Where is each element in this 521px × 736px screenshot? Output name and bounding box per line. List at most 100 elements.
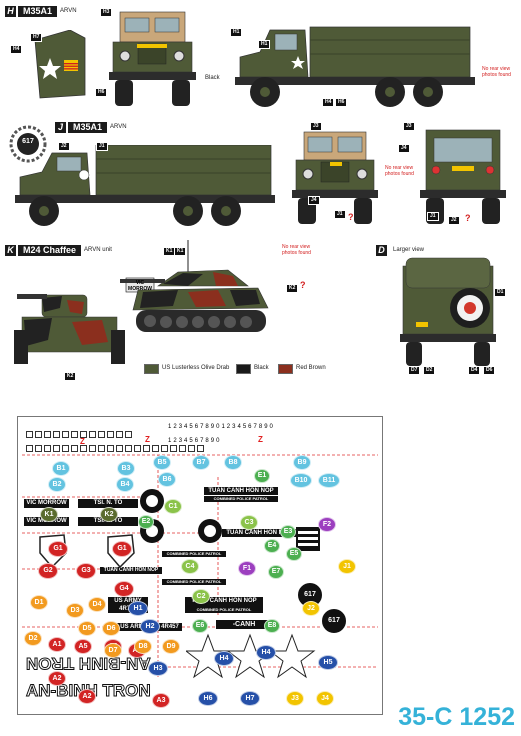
- callout-d6: D6: [483, 366, 496, 375]
- callout-k2-front: K2: [64, 372, 77, 381]
- badge-e3: E3: [280, 525, 296, 539]
- badge-j2: J2: [302, 601, 320, 616]
- z-mark-3: Z: [258, 435, 263, 444]
- no-rear-view-note-h: No rear view photos found: [482, 66, 511, 78]
- legend-swatch-red-brown: [278, 364, 293, 374]
- qmark-j-rear: ?: [465, 213, 471, 223]
- badge-h5: H5: [318, 655, 338, 670]
- callout-j3-rear: J3: [403, 122, 415, 131]
- k-tank-side: [120, 240, 269, 332]
- callout-h4-door: H4: [10, 45, 23, 54]
- j-insignia-text: 617: [22, 138, 34, 145]
- badge-e5: E5: [286, 547, 302, 561]
- badge-d7: D7: [104, 643, 122, 658]
- callout-d7: D7: [408, 366, 421, 375]
- h-truck-side: [235, 26, 475, 107]
- badge-k1: K1: [40, 507, 58, 522]
- badge-b9: B9: [293, 455, 311, 470]
- legend-swatch-black: [236, 364, 251, 374]
- callout-j3-front: J3: [310, 122, 322, 131]
- badge-d3: D3: [66, 603, 84, 618]
- badge-b4: B4: [116, 477, 134, 492]
- decal-us-army-1: US ARMY: [108, 597, 148, 605]
- badge-a3: A3: [152, 693, 170, 708]
- badge-e2: E2: [138, 515, 154, 529]
- badge-f2: F2: [318, 517, 336, 532]
- badge-e1: E1: [254, 469, 270, 483]
- badge-g1-b: G1: [112, 541, 132, 557]
- decal-tuan-canh-2: TUAN CANH HON NOP: [222, 529, 296, 537]
- section-h-letter: H: [5, 6, 16, 17]
- badge-j1: J1: [338, 559, 356, 574]
- badge-g3: G3: [76, 563, 96, 579]
- badge-d2: D2: [24, 631, 42, 646]
- star-icon: [39, 58, 61, 79]
- black-label: Black: [205, 75, 220, 81]
- section-h-subtitle: ARVN: [60, 8, 77, 14]
- z-mark-1: Z: [80, 437, 85, 446]
- badge-h7: H7: [240, 691, 260, 706]
- decal-sheet: 12345678901234567890 1234567890 Z Z Z VI…: [17, 416, 383, 715]
- badge-g2: G2: [38, 563, 58, 579]
- legend-swatch-olive: [144, 364, 159, 374]
- callout-j1-front: J1: [334, 210, 346, 219]
- badge-b11: B11: [318, 473, 340, 488]
- callout-d1: D1: [494, 288, 507, 297]
- callout-h3: H3: [100, 8, 113, 17]
- decal-serial-b: 4R457: [158, 623, 182, 631]
- callout-h1-a: H1: [230, 28, 243, 37]
- callout-k1-b: K1: [174, 247, 187, 256]
- badge-b2: B2: [48, 477, 66, 492]
- star-icon: [291, 56, 305, 69]
- k-vic-morrow-marking: VIC MORROW: [128, 280, 152, 292]
- serial-digits-row: 12345678901234567890: [168, 424, 275, 430]
- badge-b8: B8: [224, 455, 242, 470]
- decal-combined-2: COMBINED POLICE PATROL: [162, 551, 226, 557]
- decal-striped-badge: [296, 527, 320, 551]
- badge-g4: G4: [114, 581, 134, 597]
- serial-digits-row-2: 1234567890: [168, 438, 222, 444]
- callout-j2: J2: [58, 142, 70, 151]
- badge-b5: B5: [153, 455, 171, 470]
- badge-e8: E8: [264, 619, 280, 633]
- badge-d6: D6: [102, 621, 120, 636]
- decal-us-army-2: US ARMY: [114, 623, 154, 631]
- legend-label-black: Black: [254, 365, 269, 371]
- badge-h3: H3: [148, 661, 168, 676]
- badge-d8: D8: [134, 639, 152, 654]
- badge-j4: J4: [316, 691, 334, 706]
- callout-j1-rear: J1: [427, 212, 439, 221]
- badge-k2: K2: [100, 507, 118, 522]
- badge-f1: F1: [238, 561, 256, 576]
- badge-h4-b: H4: [256, 645, 276, 660]
- section-d-subtitle: Larger view: [393, 247, 425, 253]
- badge-h2: H2: [140, 619, 160, 634]
- section-k-subtitle: ARVN unit: [84, 247, 112, 253]
- number-strip-mid: [26, 439, 206, 457]
- badge-e4: E4: [264, 539, 280, 553]
- badge-b10: B10: [290, 473, 312, 488]
- badge-d1: D1: [30, 595, 48, 610]
- callout-k2-side: K2: [286, 284, 299, 293]
- decal-stars: [186, 633, 316, 679]
- section-j-letter: J: [55, 122, 66, 133]
- badge-b6: B6: [158, 472, 176, 487]
- z-mark-2: Z: [145, 435, 150, 444]
- callout-h7: H7: [30, 33, 43, 42]
- badge-d9: D9: [162, 639, 180, 654]
- callout-h6-front: H6: [95, 88, 108, 97]
- badge-c4: C4: [181, 559, 199, 574]
- badge-h4-a: H4: [214, 651, 234, 666]
- badge-e6: E6: [192, 619, 208, 633]
- decal-tuan-canh-1: TUAN CANH HON NOP: [204, 487, 278, 495]
- h-truck-front: [109, 11, 196, 106]
- number-strip-top: [26, 425, 134, 443]
- section-k-letter: K: [5, 245, 16, 256]
- h-door-detail: [34, 30, 86, 99]
- product-code: 35-C 1252: [398, 703, 515, 731]
- decal-tuan-canh-4: TUAN CANH HON NOP: [185, 597, 263, 606]
- no-rear-view-note-j: No rear view photos found: [385, 165, 414, 177]
- j-truck-rear: [420, 129, 506, 224]
- badge-a5: A5: [74, 639, 92, 654]
- callout-j4-rear: J4: [398, 144, 410, 153]
